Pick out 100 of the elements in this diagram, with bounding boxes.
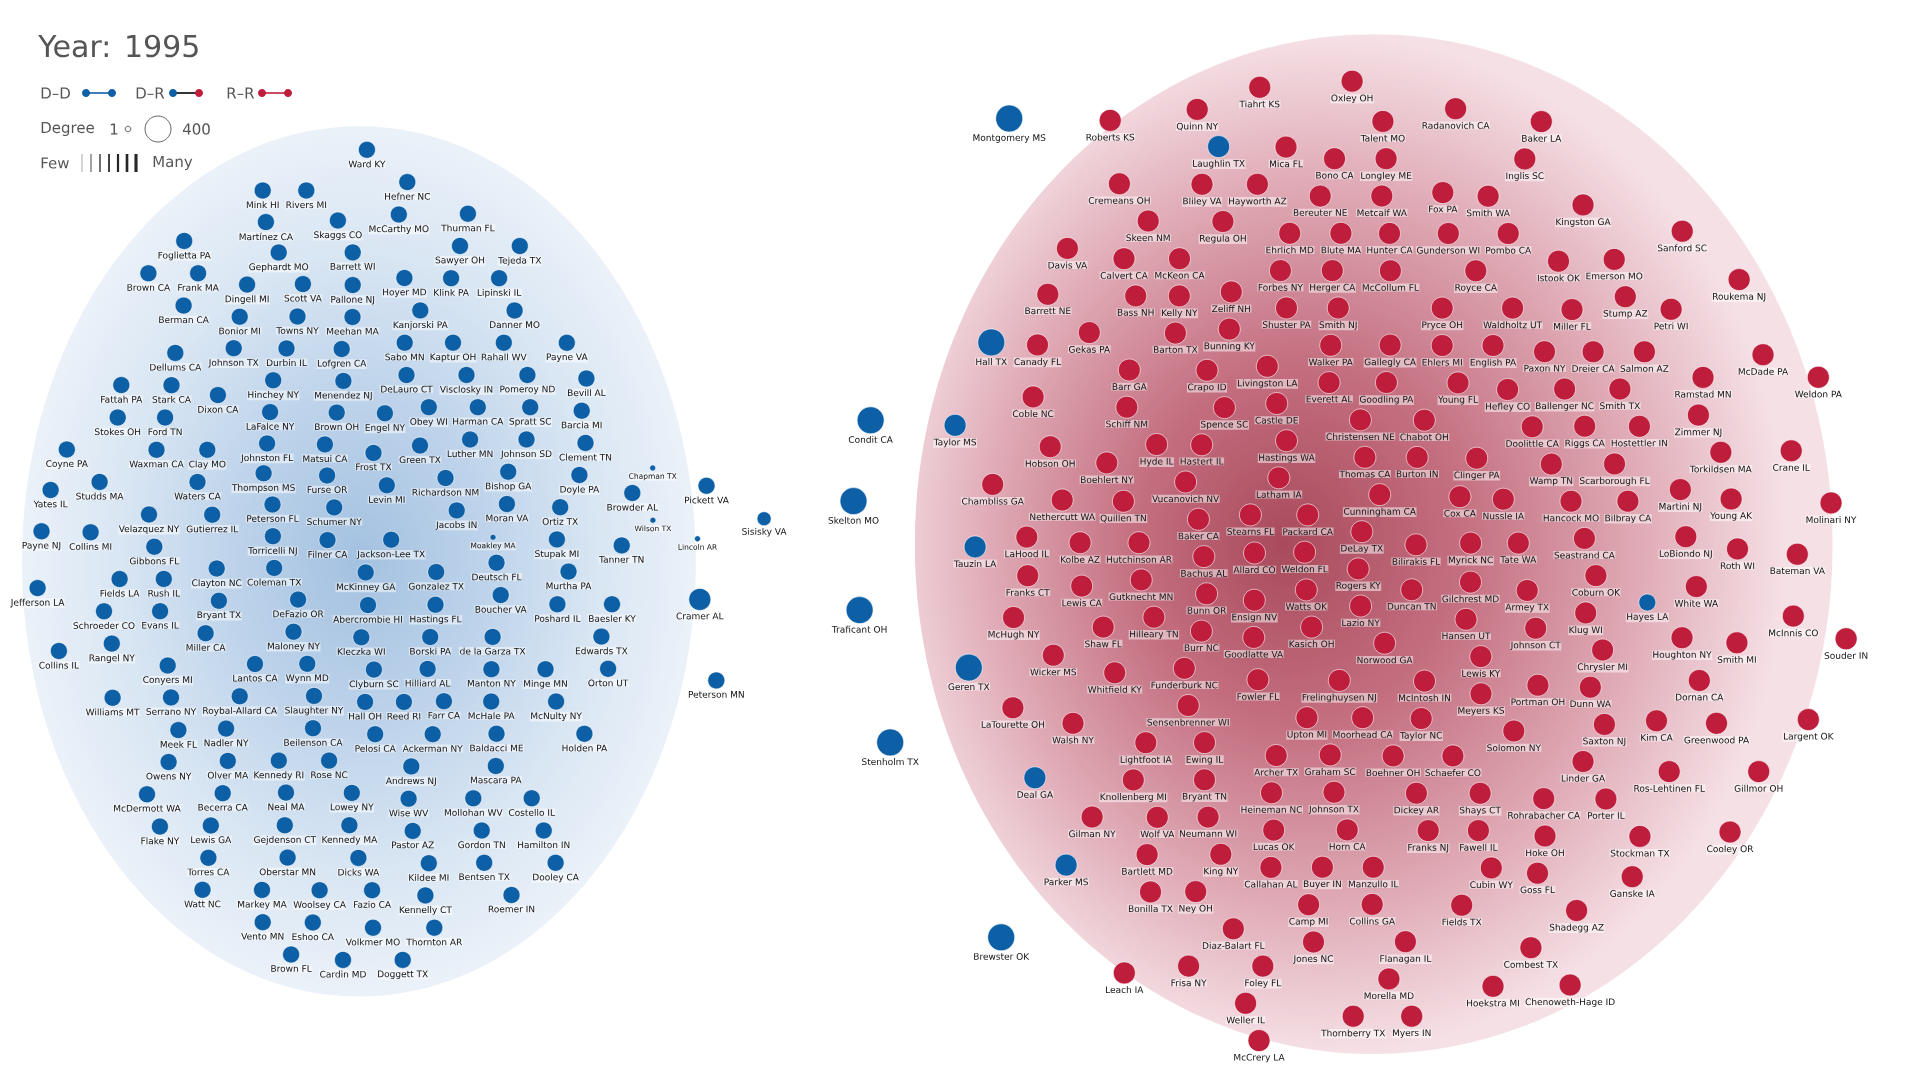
network-node: Woolsey CA [292,881,347,911]
network-node: Ehrlich MD [1265,222,1315,254]
network-node: Owens NY [145,753,192,780]
network-node: Moran VA [485,495,529,522]
network-node: Leach IA [1104,961,1144,994]
network-node: Lowey NY [329,784,375,813]
node-label: Salmon AZ [1620,365,1669,372]
network-node: Rahall WV [480,333,528,361]
network-node: Hobson OH [1024,435,1076,468]
network-node: Rohrabacher CA [1506,787,1581,820]
network-node: Pickett VA [683,477,730,504]
network-node: Collins IL [38,642,80,670]
network-node: Torricelli NJ [247,527,299,557]
network-node: Livingston LA [1236,355,1299,389]
network-node: Bunning KY [1203,317,1256,352]
node-label: Walker PA [1308,358,1353,366]
node-label: Bartlett MD [1122,867,1173,875]
network-node: Callahan AL [1243,856,1299,889]
network-node: Roukema NJ [1711,268,1767,302]
network-node: Gordon TN [457,821,507,849]
node-label: Clinger PA [1454,471,1500,481]
network-node: McHugh NY [987,606,1040,640]
network-node: Poshard IL [533,595,582,623]
network-node: Lewis GA [189,816,232,844]
network-node: Bonior MI [218,307,262,335]
network-node: Nadler NY [203,719,249,747]
network-node: Gephardt MO [248,243,310,273]
network-node: Knollenberg MI [1099,768,1168,803]
network-node: Torres CA [186,849,230,876]
node-label: Forbes NY [1258,283,1303,291]
network-node: Baldacci ME [468,724,525,752]
network-node: McCollum FL [1361,259,1420,292]
network-node: Weller IL [1225,992,1266,1024]
network-node: Maloney NY [266,622,321,652]
network-node: Velazquez NY [118,505,180,535]
network-node: Kim CA [1639,709,1674,742]
network-node: Johnston FL [240,434,294,464]
node-label: Spence SC [1201,420,1248,430]
network-node: Watt NC [183,881,222,908]
network-node: Boehlert NY [1079,451,1134,484]
network-node: Roemer IN [487,886,536,913]
network-node: Engel NY [364,404,406,434]
node-label: Hostettler IN [1611,439,1668,447]
network-node: Skelton MO [827,487,880,525]
node-label: Wolf VA [1140,830,1175,838]
node-label: Jefferson LA [10,598,65,608]
network-node: Thurman FL [440,204,496,232]
node-label: Ford TN [148,428,182,436]
node-label: Smith WA [1466,209,1510,217]
network-node: Ros-Lehtinen FL [1633,760,1706,793]
scale-label: 1 [110,123,118,135]
node-label: Kasich OH [1289,640,1334,648]
node-label: Paxon NY [1524,364,1566,372]
node-label: Cox CA [1444,509,1476,517]
network-node: Towns NY [275,307,320,335]
network-node: Stearns FL [1226,503,1275,536]
network-node: Hyde IL [1139,433,1175,467]
network-node: Funderburk NC [1150,657,1219,689]
network-node: Graham SC [1304,743,1357,776]
network-node: Largent OK [1782,708,1834,742]
network-node: Moorhead CA [1332,706,1394,739]
network-node: Ney OH [1178,880,1214,914]
network-node: Kennedy RI [252,751,305,781]
network-node: Bateman VA [1769,542,1826,575]
network-node: Ackerman NY [402,725,464,753]
network-node: Rose NC [309,751,349,779]
network-node: Barcia MI [560,401,603,429]
node-label: Allard CO [1233,566,1276,574]
network-node: Kelly NY [1160,284,1198,319]
node-label: Quillen TN [1100,514,1146,523]
network-node: Blute MA [1320,222,1362,254]
network-node: Deal GA [1016,766,1054,799]
network-node: Neal MA [266,783,306,811]
node-label: Rush IL [148,589,180,597]
network-node: Oxley OH [1330,69,1374,104]
network-node: Gutknecht MN [1108,568,1174,601]
network-node: Johnson SD [500,430,553,460]
node-label: Mica FL [1270,160,1303,168]
node-label: Hansen UT [1442,632,1491,640]
network-node: Kildee MI [407,854,450,882]
network-node: Payne NJ [21,522,62,551]
network-node: Gonzalez TX [407,563,465,591]
node-label: McIntosh IN [1399,694,1451,702]
network-node: Flake NY [140,817,180,845]
network-node: Danner MO [488,301,541,329]
network-node: McIntosh IN [1397,669,1452,702]
network-node: Gejdenson CT [253,816,317,846]
network-node: Furse OR [306,466,348,494]
node-label: Taylor MS [933,438,977,448]
legend-label: R–R [227,87,255,99]
network-node: Eshoo CA [291,913,335,941]
network-node: Pastor AZ [390,822,435,849]
network-node: English PA [1469,334,1517,368]
network-node: Bliley VA [1181,173,1223,207]
network-node: Sanford SC [1656,219,1708,252]
network-node: Shaw FL [1084,615,1123,648]
network-node: Bentsen TX [458,854,511,881]
network-node: Molinari NY [1805,491,1857,524]
network-node: Zeliff NH [1211,280,1252,313]
node-label: Smith NJ [1319,321,1357,330]
